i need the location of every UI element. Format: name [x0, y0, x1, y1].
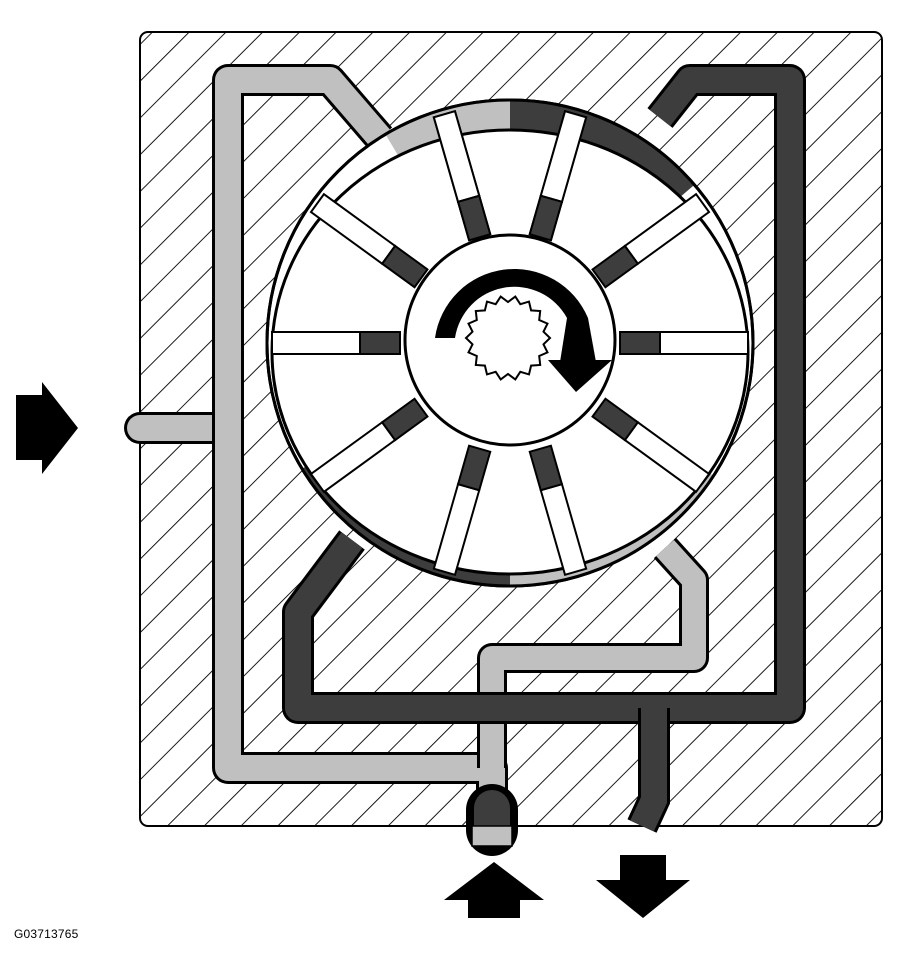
vane-base — [619, 331, 661, 355]
vane-base — [456, 194, 492, 242]
vane-base — [528, 444, 564, 492]
pressure-passages — [282, 64, 806, 833]
vane-base — [528, 194, 564, 242]
vane-base — [456, 444, 492, 492]
arrow-up-icon — [444, 862, 544, 918]
vane-base — [591, 244, 640, 289]
vane-base — [380, 397, 429, 442]
arrow-down-icon — [596, 855, 690, 918]
vane-base — [380, 244, 429, 289]
vane — [271, 331, 361, 355]
vane-base — [359, 331, 401, 355]
vane-base — [591, 397, 640, 442]
clockwise-arrow-icon — [435, 268, 612, 392]
splined-shaft — [464, 295, 552, 381]
figure-id: G03713765 — [14, 927, 79, 941]
vane — [659, 331, 749, 355]
arrow-right-icon — [16, 382, 78, 474]
inlet-port-bottom — [466, 784, 518, 856]
vanes — [271, 109, 749, 577]
